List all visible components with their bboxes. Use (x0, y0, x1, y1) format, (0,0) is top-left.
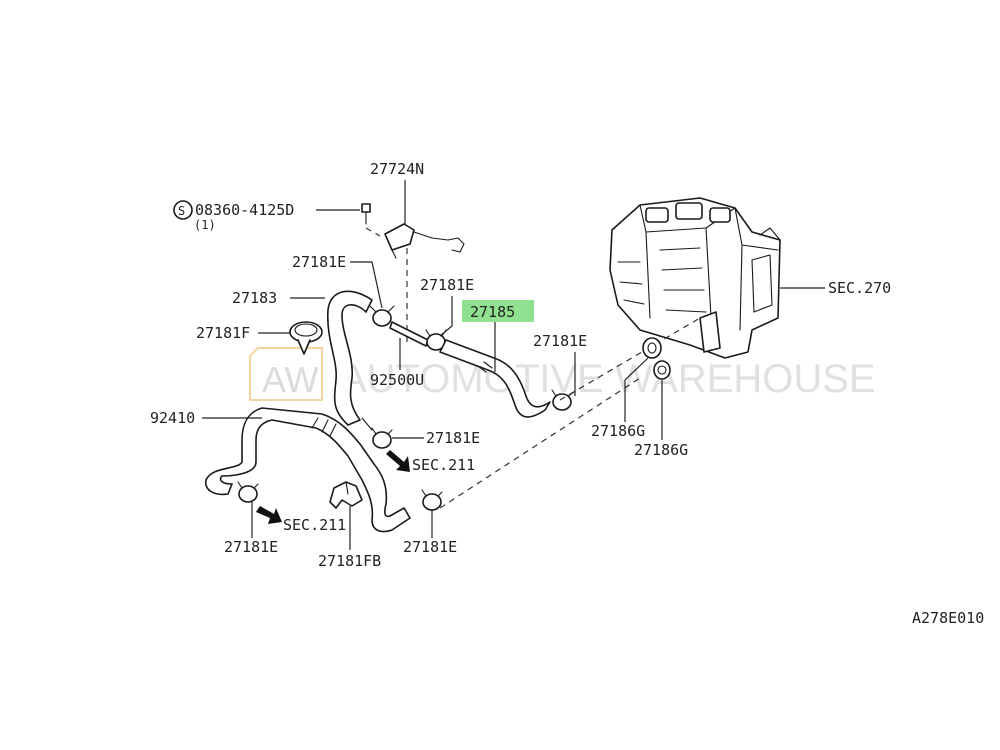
part-92500u-pipe: 92500U (370, 321, 429, 389)
label-27181e-f: 27181E (403, 538, 457, 556)
label-sec-270: SEC.270 (828, 279, 891, 297)
part-27183-hose: 27183 (232, 289, 373, 431)
part-27185-hose: 27185 (439, 300, 551, 418)
part-27186g-grommet-b: 27186G (634, 360, 688, 459)
label-92500u: 92500U (370, 371, 424, 389)
label-27181e-a: 27181E (292, 253, 346, 271)
part-08360-bolt: S 08360-4125D (1) (173, 200, 381, 237)
highlight-27185 (462, 300, 534, 322)
label-27181fb: 27181FB (318, 552, 381, 570)
part-27181e-clamp-e: 27181E (224, 481, 278, 556)
part-27181e-clamp-a: 27181E (292, 253, 395, 327)
part-27181e-clamp-b: 27181E (420, 276, 474, 351)
label-27185: 27185 (470, 303, 515, 321)
label-sec-211-a: SEC.211 (412, 456, 475, 474)
watermark-logo: AW (262, 359, 319, 400)
arrow-sec-211-a: SEC.211 (386, 450, 475, 474)
label-08360-qty: (1) (194, 218, 216, 232)
label-27181e-e: 27181E (224, 538, 278, 556)
watermark: AW AUTOMOTIVE WAREHOUSE (249, 347, 876, 401)
part-27724n-bracket: 27724N (370, 160, 465, 259)
label-08360-4125d: 08360-4125D (195, 201, 294, 219)
label-27186g-a: 27186G (591, 422, 645, 440)
part-27181e-clamp-d: 27181E (371, 427, 480, 449)
part-27181fb-clip: 27181FB (318, 481, 381, 570)
part-27181e-clamp-c: 27181E (533, 332, 587, 411)
label-27181e-d: 27181E (426, 429, 480, 447)
label-27181e-c: 27181E (533, 332, 587, 350)
part-92410-hose: 92410 (150, 407, 411, 533)
label-27724n: 27724N (370, 160, 424, 178)
part-27181f-clamp: 27181F (196, 321, 323, 355)
label-27181f: 27181F (196, 324, 250, 342)
arrow-sec-211-b: SEC.211 (256, 506, 346, 534)
watermark-text: AUTOMOTIVE WAREHOUSE (340, 357, 876, 401)
label-27181e-b: 27181E (420, 276, 474, 294)
label-92410: 92410 (150, 409, 195, 427)
heater-unit: SEC.270 (609, 197, 891, 359)
part-27181e-clamp-f: 27181E (403, 489, 457, 556)
label-27186g-b: 27186G (634, 441, 688, 459)
diagram-reference: A278E010 (912, 609, 984, 627)
label-27183: 27183 (232, 289, 277, 307)
s-symbol: S (178, 204, 185, 218)
part-27186g-grommet-a: 27186G (591, 337, 662, 440)
label-sec-211-b: SEC.211 (283, 516, 346, 534)
